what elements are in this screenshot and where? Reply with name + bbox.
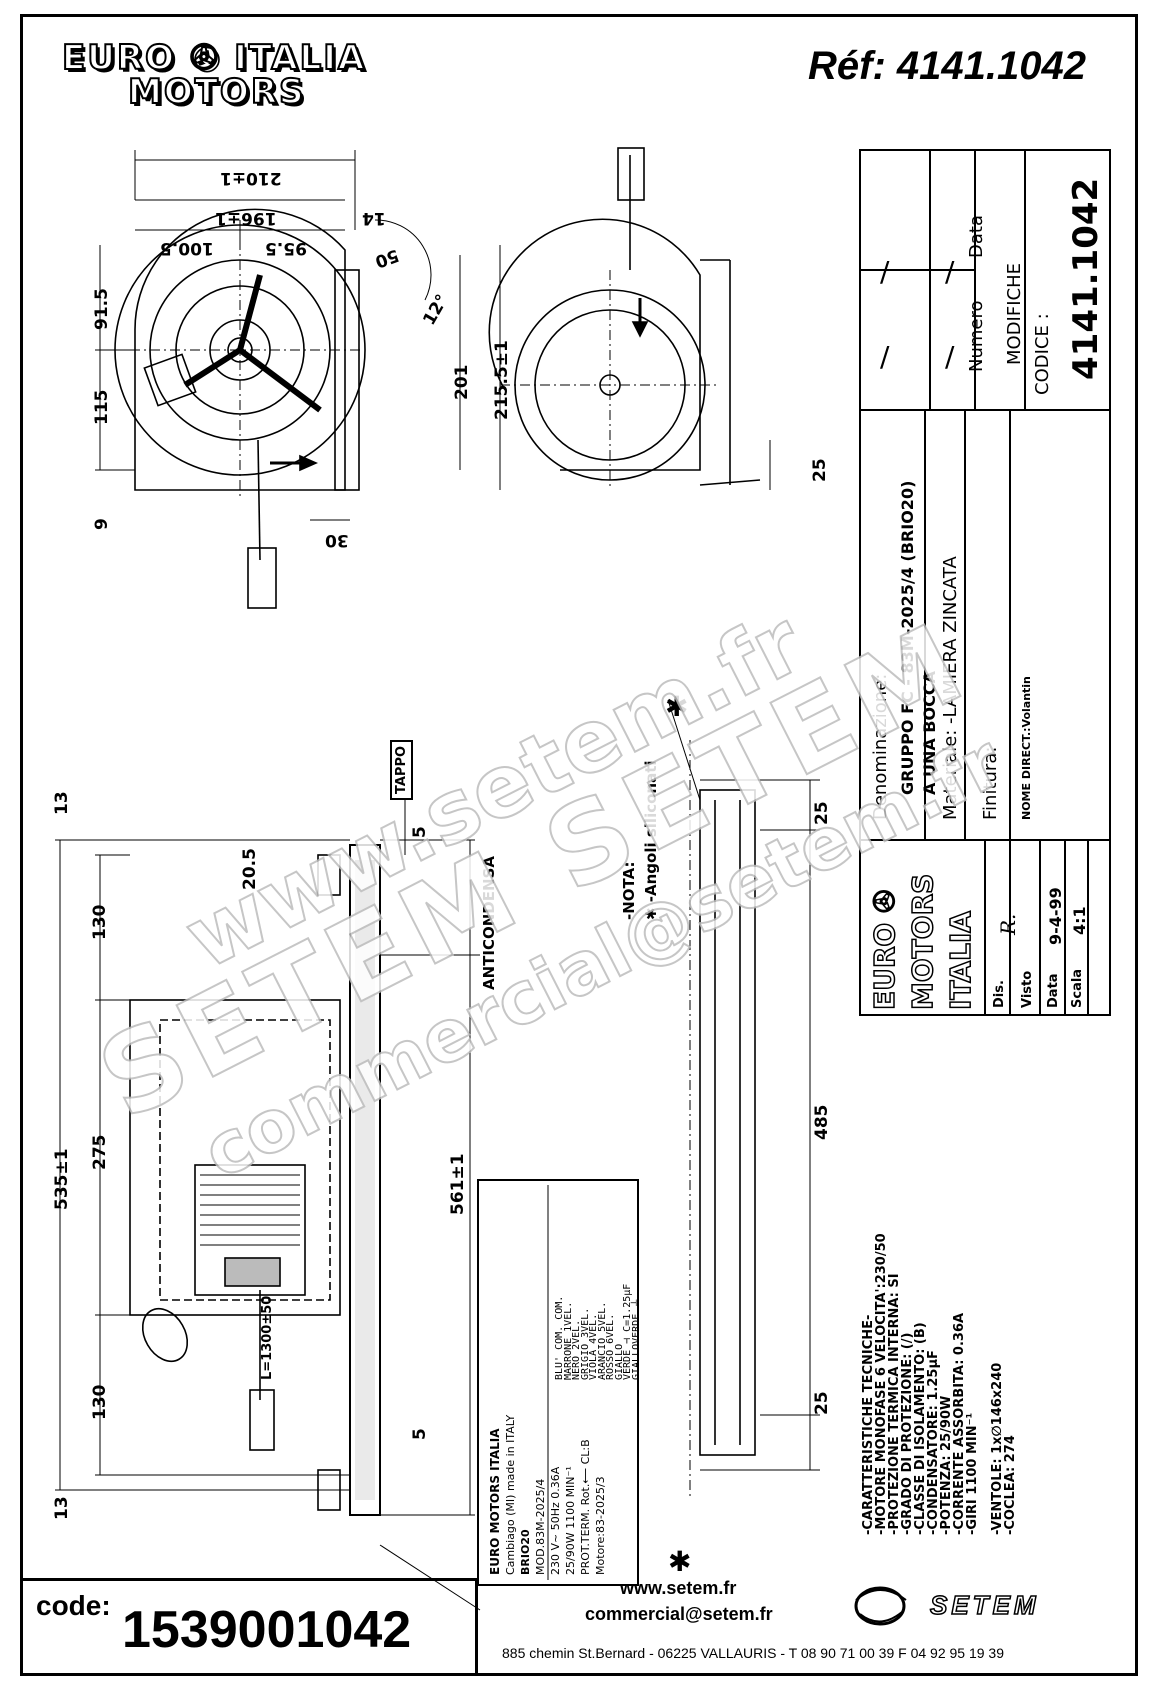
title-denominazione-label: Denominazione:: [870, 673, 891, 820]
title-materiale: Materiale: -LAMIERA ZINCATA: [940, 556, 961, 820]
code-box: [20, 1578, 478, 1676]
dim-25-rail-top: 25: [812, 801, 832, 825]
dim-130-top: 130: [90, 904, 110, 941]
spec-line: -GIRI 1100 MIN⁻¹: [965, 1412, 980, 1535]
technical-specs: -CARATTERISTICHE TECNICHE- -MOTORE MONOF…: [861, 1233, 1018, 1535]
cable-length-label: L=1300±50: [260, 1295, 275, 1380]
dim-196: 196±1: [215, 208, 277, 228]
title-denominazione-value-2: A UNA BOCCA: [920, 671, 939, 795]
dim-91-5: 91.5: [92, 288, 112, 330]
title-visto-label: Visto: [1020, 970, 1035, 1008]
plate-line6: 25/90W 1100 MIN⁻¹: [564, 1466, 577, 1575]
title-logo-line1: EURO ✇: [867, 889, 902, 1011]
title-scala-value: 4:1: [1070, 906, 1089, 935]
title-scala-label: Scala: [1070, 968, 1085, 1008]
label-plate-frame: [477, 1179, 639, 1586]
code-label: code:: [36, 1590, 111, 1621]
dim-561: 561±1: [448, 1153, 468, 1215]
bottom-casing-view: [55, 755, 481, 1611]
dim-130-bottom: 130: [90, 1384, 110, 1421]
dim-9: 9: [92, 518, 112, 530]
dim-115: 115: [92, 389, 112, 426]
title-slash-3: /: [880, 255, 890, 288]
title-data: Data: [966, 215, 987, 258]
footer-address: 885 chemin St.Bernard - 06225 VALLAURIS …: [502, 1645, 1004, 1661]
dim-201: 201: [452, 364, 472, 401]
dim-100-5: 100.5: [160, 238, 214, 258]
dim-210: 210±1: [220, 168, 282, 188]
dim-95-5: 95.5: [265, 238, 307, 258]
title-codice-value: 4141.1042: [1066, 177, 1106, 380]
reference-number: Réf: 4141.1042: [808, 44, 1086, 88]
plate-line5: 230 V~ 50Hz 0.36A: [549, 1466, 562, 1575]
silicone-star-top: ✱: [665, 690, 689, 723]
dim-14: 14: [362, 208, 386, 228]
setem-logo-icon: [854, 1586, 907, 1626]
title-data-label: Data: [1046, 973, 1061, 1008]
plate-line7: PROT.TERM. Rot.⟵ CL:B: [579, 1439, 592, 1575]
title-data-value: 9-4-99: [1046, 887, 1065, 945]
dim-535: 535±1: [52, 1148, 72, 1210]
dim-275: 275: [90, 1134, 110, 1171]
title-modifiche: MODIFICHE: [1004, 262, 1025, 365]
dim-13-bottom: 13: [52, 1496, 72, 1520]
code-value: 1539001042: [122, 1601, 412, 1659]
plate-line2: Cambiago (MI) made in ITALY: [504, 1414, 517, 1575]
title-slash-2: /: [945, 340, 955, 373]
title-logo-line2: MOTORS: [905, 873, 940, 1011]
anticondensa-label: ANTICONDENSA: [480, 856, 498, 990]
tappo-label: TAPPO: [390, 739, 413, 800]
title-codice-label: CODICE :: [1032, 313, 1053, 395]
title-dis-label: Dis.: [992, 980, 1007, 1008]
dim-5-top: 5: [410, 826, 430, 838]
title-numero: Numero: [966, 300, 987, 373]
dim-30: 30: [325, 530, 349, 550]
footer-website[interactable]: www.setem.fr: [620, 1578, 737, 1598]
front-view-blower: [110, 208, 366, 609]
dim-13-top: 13: [52, 791, 72, 815]
nota-label: -NOTA:: [620, 861, 638, 920]
dim-215-5: 215.5±1: [492, 340, 512, 420]
side-view-blower: [488, 147, 771, 490]
title-finitura: Finitura:: [980, 746, 1001, 820]
title-logo-block: EURO ✇ MOTORS ITALIA: [866, 873, 980, 1011]
plate-line1: EURO MOTORS ITALIA: [488, 1428, 502, 1575]
plate-line8: Motore:83-2025/3: [594, 1476, 607, 1575]
dim-5-bottom: 5: [410, 1428, 430, 1440]
title-slash-4: /: [945, 255, 955, 288]
brand-logo-line2: MOTORS: [127, 71, 306, 113]
dim-25-side: 25: [810, 458, 830, 482]
dim-20-5: 20.5: [240, 848, 260, 890]
dim-485: 485: [812, 1104, 832, 1141]
drawing-sheet: [20, 14, 1138, 1676]
title-denominazione-value-1: GRUPPO FC - 83M-2025/4 (BRIO20): [898, 480, 917, 795]
plate-line4: MOD.83M-2025/4: [534, 1478, 547, 1575]
wire-color-list: BLU' COM. COM. MARRONE 1VEL. NERO 2VEL. …: [554, 1284, 642, 1380]
plate-line3: BRIO20: [519, 1529, 532, 1575]
side-rail-view: [667, 699, 820, 1500]
setem-logo-text: SETEM: [929, 1589, 1040, 1621]
title-dis-value: R.: [996, 913, 1020, 935]
brand-logo-line1: EURO ✇ ITALIA: [61, 37, 367, 79]
wire-item: GIALLOVERDE ⏚: [630, 1297, 642, 1380]
footer-email[interactable]: commercial@setem.fr: [585, 1604, 773, 1624]
rating-label-plate: EURO MOTORS ITALIA Cambiago (MI) made in…: [488, 1415, 608, 1575]
title-nome-direct: NOME DIRECT.:Volantin: [1020, 676, 1033, 820]
title-block-frame: [859, 149, 1111, 1016]
silicone-star-bottom: ✱: [668, 1545, 692, 1578]
title-logo-line3: ITALIA: [943, 910, 978, 1010]
angoli-siliconati-label: ✱ -Angoli siliconati: [642, 760, 660, 920]
title-slash-1: /: [880, 340, 890, 373]
spec-line: -COCLEA: 274: [1003, 1435, 1018, 1535]
dim-25-rail-bottom: 25: [812, 1391, 832, 1415]
